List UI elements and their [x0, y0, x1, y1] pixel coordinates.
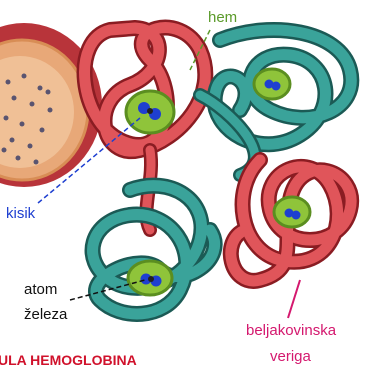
- heme-group-2: [254, 69, 290, 99]
- hem-label: hem: [208, 10, 237, 25]
- veriga-label: veriga: [270, 349, 311, 364]
- heme-group-1: [126, 91, 174, 133]
- heme-group-3: [274, 197, 310, 227]
- atom-label: atom: [24, 282, 57, 297]
- diagram-title: ULA HEMOGLOBINA: [0, 353, 137, 367]
- heme-group-4: [128, 261, 172, 295]
- protein-chain-teal-top: [200, 30, 351, 175]
- chain-leader-line: [288, 280, 300, 318]
- beljakovinska-label: beljakovinska: [246, 323, 336, 338]
- zeleza-label: železa: [24, 307, 67, 322]
- kisik-label: kisik: [6, 206, 35, 221]
